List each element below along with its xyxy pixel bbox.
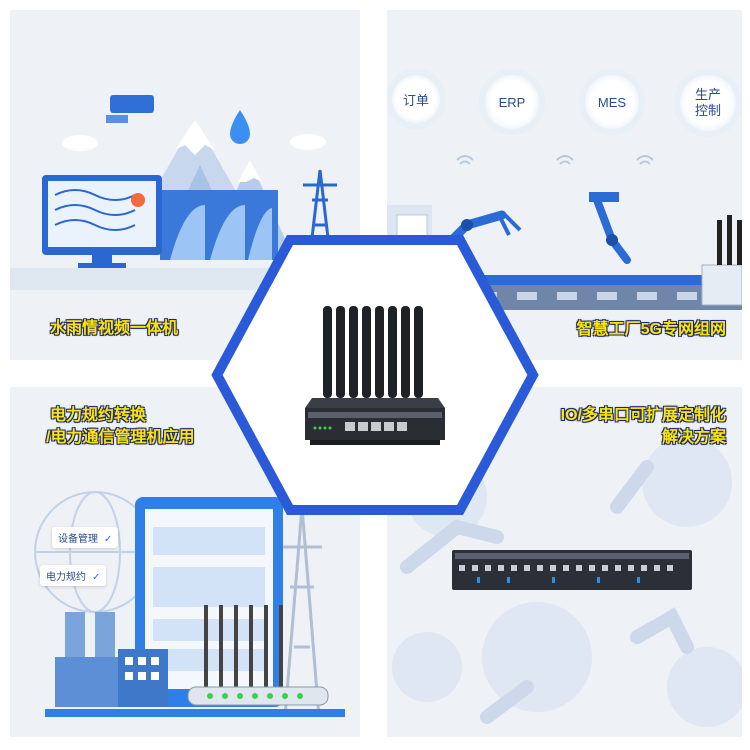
hydro-illustration	[10, 95, 360, 290]
water-drop-icon	[230, 110, 250, 144]
io-caption-line2: 解决方案	[661, 429, 726, 446]
io-panel: IO/多串口可扩展定制化 解决方案	[387, 387, 742, 737]
map-pin-icon	[131, 193, 145, 207]
tag-device-management: 设备管理 ✓	[52, 527, 119, 548]
tag-power-protocol-label: 电力规约	[46, 572, 86, 583]
power-tower-icon	[303, 169, 337, 256]
io-module-icon	[452, 550, 692, 590]
power-caption-line2: /电力通信管理机应用	[46, 429, 195, 446]
camera-icon	[110, 95, 154, 113]
power-panel: 电力规约转换 /电力通信管理机应用	[10, 387, 360, 737]
io-caption-line1: IO/多串口可扩展定制化	[560, 407, 726, 424]
robot-arm-icon-2	[593, 196, 631, 264]
robot-arm-icon	[437, 210, 507, 255]
factory-illustration	[387, 155, 742, 310]
check-icon: ✓	[92, 572, 101, 583]
bubble-control-line2: 控制	[694, 103, 721, 118]
bubble-control-line1: 生产	[694, 87, 721, 102]
bubble-mes: MES	[585, 75, 639, 129]
bubble-erp: ERP	[485, 75, 539, 129]
io-illustration	[392, 437, 742, 727]
factory-panel: 订单 ERP MES 生产 控制 智慧工厂5G专网组网	[387, 10, 742, 360]
power-tower-icon	[282, 506, 322, 718]
bubble-order: 订单	[392, 75, 440, 123]
power-caption-line1: 电力规约转换	[50, 407, 147, 424]
tag-device-management-label: 设备管理	[58, 534, 98, 545]
hydro-caption: 水雨情视频一体机	[50, 320, 179, 337]
tag-power-protocol: 电力规约 ✓	[40, 565, 107, 586]
hydro-panel: 水雨情视频一体机	[10, 10, 360, 360]
bubble-production-control: 生产 控制	[680, 75, 736, 131]
check-icon: ✓	[104, 534, 113, 545]
factory-caption: 智慧工厂5G专网组网	[576, 321, 726, 338]
power-illustration	[34, 491, 345, 718]
